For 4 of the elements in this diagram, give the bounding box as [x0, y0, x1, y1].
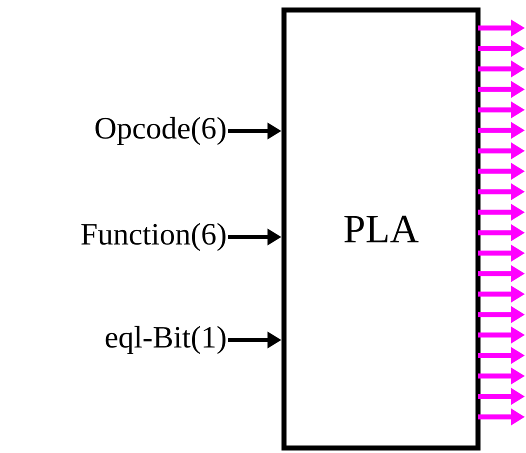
input-label: Opcode(6) [96, 116, 226, 146]
input-label: eql-Bit(1) [106, 326, 226, 354]
pla-box: PLA [282, 8, 480, 450]
input-label: Function(6) [81, 222, 226, 252]
